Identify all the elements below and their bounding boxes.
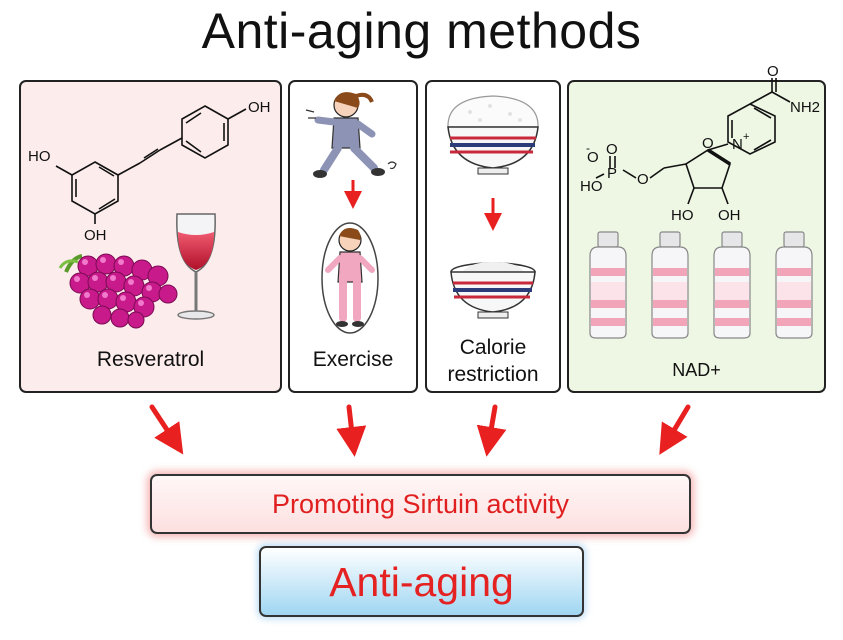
nad-o-link: O: [637, 171, 649, 188]
resveratrol-panel: Resveratrol: [19, 80, 282, 393]
nad-ho-p: HO: [580, 178, 603, 195]
exercise-label: Exercise: [312, 348, 394, 371]
nad-structure: [595, 78, 791, 205]
nad-nh2: NH2: [790, 99, 820, 116]
diagram-title: Anti-aging methods: [201, 3, 642, 59]
arrow-calorie: [476, 404, 507, 457]
runner-illustration: [305, 92, 397, 178]
full-rice-bowl-illustration: [447, 95, 539, 175]
resveratrol-structure: [55, 105, 247, 224]
grapes-illustration: [58, 253, 178, 329]
arrow-nad: [659, 404, 691, 455]
nad-oh-2: OH: [718, 207, 741, 224]
converging-arrows: [149, 404, 691, 457]
resveratrol-label: Resveratrol: [96, 348, 205, 371]
arrow-exercise: [336, 404, 367, 457]
resveratrol-oh-top: OH: [248, 99, 271, 116]
calorie-label-line2: restriction: [447, 363, 539, 386]
nad-o-minus: O: [587, 149, 599, 166]
nad-ho-1: HO: [671, 207, 694, 224]
nad-p: P: [607, 165, 617, 182]
resveratrol-ho-left: HO: [28, 148, 51, 165]
anti-aging-box: Anti-aging: [259, 546, 584, 617]
nad-label: NAD+: [672, 360, 721, 380]
supplement-bottles: [589, 231, 813, 339]
arrow-resveratrol: [149, 404, 184, 455]
jump-rope-illustration: [321, 222, 379, 334]
half-rice-bowl-illustration: [450, 262, 536, 319]
nad-minus-sign: -: [586, 141, 590, 155]
nad-plus-sign: +: [743, 131, 749, 143]
sirtuin-activity-box: Promoting Sirtuin activity: [150, 474, 691, 534]
nad-o-ring: O: [702, 135, 714, 152]
resveratrol-oh-bottom: OH: [84, 227, 107, 244]
nad-n-plus: N: [732, 136, 743, 153]
calorie-label-line1: Calorie: [459, 336, 527, 359]
wine-glass-illustration: [176, 213, 216, 320]
nad-p-o: O: [606, 141, 618, 158]
nad-amide-o: O: [767, 63, 779, 80]
